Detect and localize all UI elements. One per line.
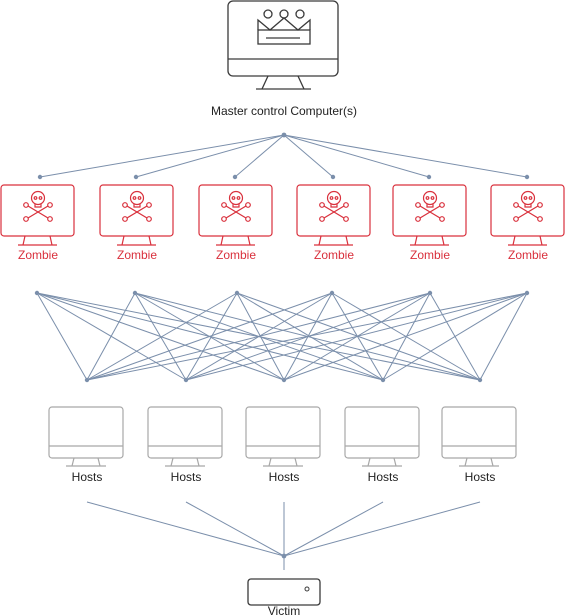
zombie-label: Zombie — [216, 248, 256, 262]
skull-crossbones-icon — [122, 190, 152, 222]
zombie-link-dot — [232, 174, 238, 180]
zombie-link-dot — [330, 174, 336, 180]
zombie-computer: Zombie — [490, 184, 565, 262]
host-label: Hosts — [269, 470, 300, 484]
mesh-link — [86, 292, 238, 381]
master-zombie-link — [283, 134, 334, 178]
mesh-link — [86, 292, 333, 381]
mesh-link — [134, 292, 187, 381]
host-label: Hosts — [72, 470, 103, 484]
zombie-label: Zombie — [314, 248, 354, 262]
host-victim-link — [185, 501, 285, 557]
zombie-label: Zombie — [508, 248, 548, 262]
mesh-link — [185, 292, 528, 381]
host-label: Hosts — [171, 470, 202, 484]
monitor-icon — [441, 406, 517, 467]
connector-lines — [36, 134, 528, 570]
master-zombie-link — [234, 134, 285, 178]
mesh-link — [283, 292, 528, 381]
master-computer: Master control Computer(s) — [211, 0, 357, 118]
host-computer: Hosts — [147, 406, 223, 484]
mesh-link — [86, 292, 431, 381]
host-victim-link — [283, 501, 384, 557]
host-victim-link — [86, 501, 285, 557]
victim-server: Victim — [247, 578, 321, 616]
zombie-link-dot — [37, 174, 43, 180]
mesh-top-dot — [34, 290, 40, 296]
mesh-top-dot — [427, 290, 433, 296]
mesh-top-dot — [524, 290, 530, 296]
zombie-label: Zombie — [117, 248, 157, 262]
monitor-icon — [198, 184, 273, 246]
zombie-label: Zombie — [18, 248, 58, 262]
zombie-computer: Zombie — [392, 184, 467, 262]
mesh-top-dot — [132, 290, 138, 296]
zombie-computer: Zombie — [198, 184, 273, 262]
zombie-label: Zombie — [410, 248, 450, 262]
master-zombie-link — [283, 134, 528, 178]
mesh-bottom-dot — [380, 377, 386, 383]
monitor-icon — [147, 406, 223, 467]
monitor-icon — [392, 184, 467, 246]
monitor-icon — [0, 184, 75, 246]
skull-crossbones-icon — [319, 190, 349, 222]
skull-crossbones-icon — [221, 190, 251, 222]
host-group: Hosts Hosts Hosts Hosts Hosts — [48, 406, 517, 484]
zombie-link-dot — [524, 174, 530, 180]
mesh-bottom-dot — [477, 377, 483, 383]
skull-crossbones-icon — [513, 190, 543, 222]
monitor-icon — [296, 184, 371, 246]
master-hub-dot — [281, 132, 287, 138]
skull-crossbones-icon — [415, 190, 445, 222]
mesh-link — [36, 292, 88, 381]
mesh-top-dot — [234, 290, 240, 296]
mesh-bottom-dot — [183, 377, 189, 383]
server-icon — [247, 578, 321, 606]
master-label: Master control Computer(s) — [211, 104, 357, 118]
zombie-computer: Zombie — [99, 184, 174, 262]
mesh-link — [86, 292, 136, 381]
host-victim-link — [283, 501, 481, 557]
master-zombie-link — [135, 134, 285, 178]
zombie-link-dot — [426, 174, 432, 180]
monitor-icon — [99, 184, 174, 246]
monitor-icon — [245, 406, 321, 467]
mesh-link — [236, 292, 384, 381]
skull-crossbones-icon — [23, 190, 53, 222]
monitor-icon — [490, 184, 565, 246]
master-zombie-link — [283, 134, 430, 178]
mesh-link — [479, 292, 528, 381]
mesh-top-dot — [329, 290, 335, 296]
junction-dots — [34, 132, 530, 559]
mesh-bottom-dot — [281, 377, 287, 383]
host-computer: Hosts — [344, 406, 420, 484]
master-zombie-link — [39, 134, 285, 178]
victim-hub-dot — [281, 553, 287, 559]
victim-label: Victim — [268, 604, 300, 616]
mesh-bottom-dot — [84, 377, 90, 383]
crown-icon — [257, 9, 311, 45]
mesh-link — [382, 292, 528, 381]
monitor-icon — [48, 406, 124, 467]
zombie-computer: Zombie — [296, 184, 371, 262]
zombie-group: Zombie Zombie Zombie Zombie Zombie Zombie — [0, 184, 565, 262]
monitor-icon — [344, 406, 420, 467]
zombie-link-dot — [133, 174, 139, 180]
host-label: Hosts — [465, 470, 496, 484]
host-computer: Hosts — [441, 406, 517, 484]
mesh-link — [185, 292, 238, 381]
zombie-computer: Zombie — [0, 184, 75, 262]
host-computer: Hosts — [245, 406, 321, 484]
monitor-icon — [227, 0, 339, 90]
host-computer: Hosts — [48, 406, 124, 484]
mesh-link — [86, 292, 528, 381]
host-label: Hosts — [368, 470, 399, 484]
